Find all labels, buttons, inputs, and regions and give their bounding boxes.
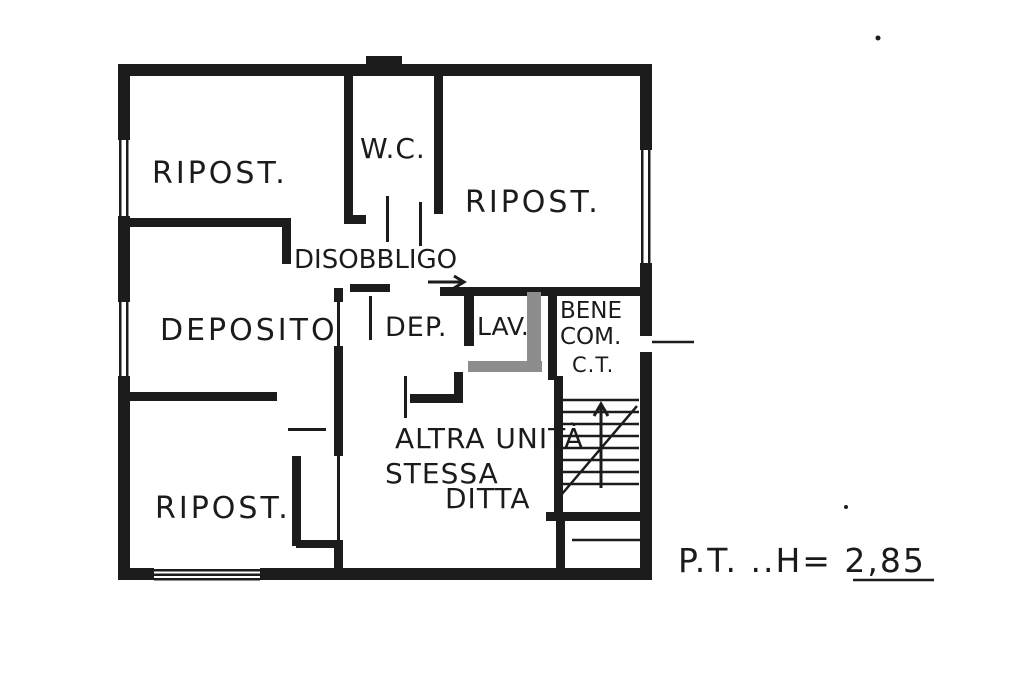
door-marks: [288, 196, 422, 431]
label-com: COM.: [560, 324, 621, 350]
label-ripost-top-right: RIPOST.: [465, 185, 601, 220]
disobbligo-arrow: [428, 274, 467, 290]
room-labels: RIPOST. W.C. RIPOST. DISOBBLIGO DEPOSITO…: [152, 132, 622, 526]
label-dep: DEP.: [385, 312, 448, 343]
stair-direction-arrow: [592, 401, 610, 488]
label-stessa: STESSA: [385, 457, 499, 490]
window-bottom: [154, 569, 260, 572]
window-symbols: [119, 140, 651, 581]
height-annotation: P.T. ..H= 2,85: [678, 541, 934, 582]
label-wc: W.C.: [360, 132, 426, 165]
window-right: [641, 150, 644, 263]
flue-mark: [366, 56, 402, 65]
label-lav: LAV.: [477, 312, 529, 341]
interior-walls: [130, 76, 652, 568]
label-bene: BENE: [560, 298, 622, 324]
window-left-lower: [119, 302, 122, 376]
label-altra-unita: ALTRA UNITÀ: [395, 421, 584, 455]
label-deposito: DEPOSITO: [160, 313, 338, 348]
label-ditta: DITTA: [445, 482, 531, 515]
label-ripost-top-left: RIPOST.: [152, 156, 288, 191]
label-ripost-bottom-left: RIPOST.: [155, 491, 291, 526]
exterior-marks: [572, 340, 694, 542]
window-left-upper: [119, 140, 122, 216]
outer-walls: [118, 56, 652, 580]
label-ct: C.T.: [572, 353, 614, 377]
height-annotation-text: P.T. ..H= 2,85: [678, 541, 926, 580]
shaded-walls: [468, 292, 542, 372]
label-disobbligo: DISOBBLIGO: [294, 245, 457, 275]
scan-specks: [844, 35, 881, 509]
